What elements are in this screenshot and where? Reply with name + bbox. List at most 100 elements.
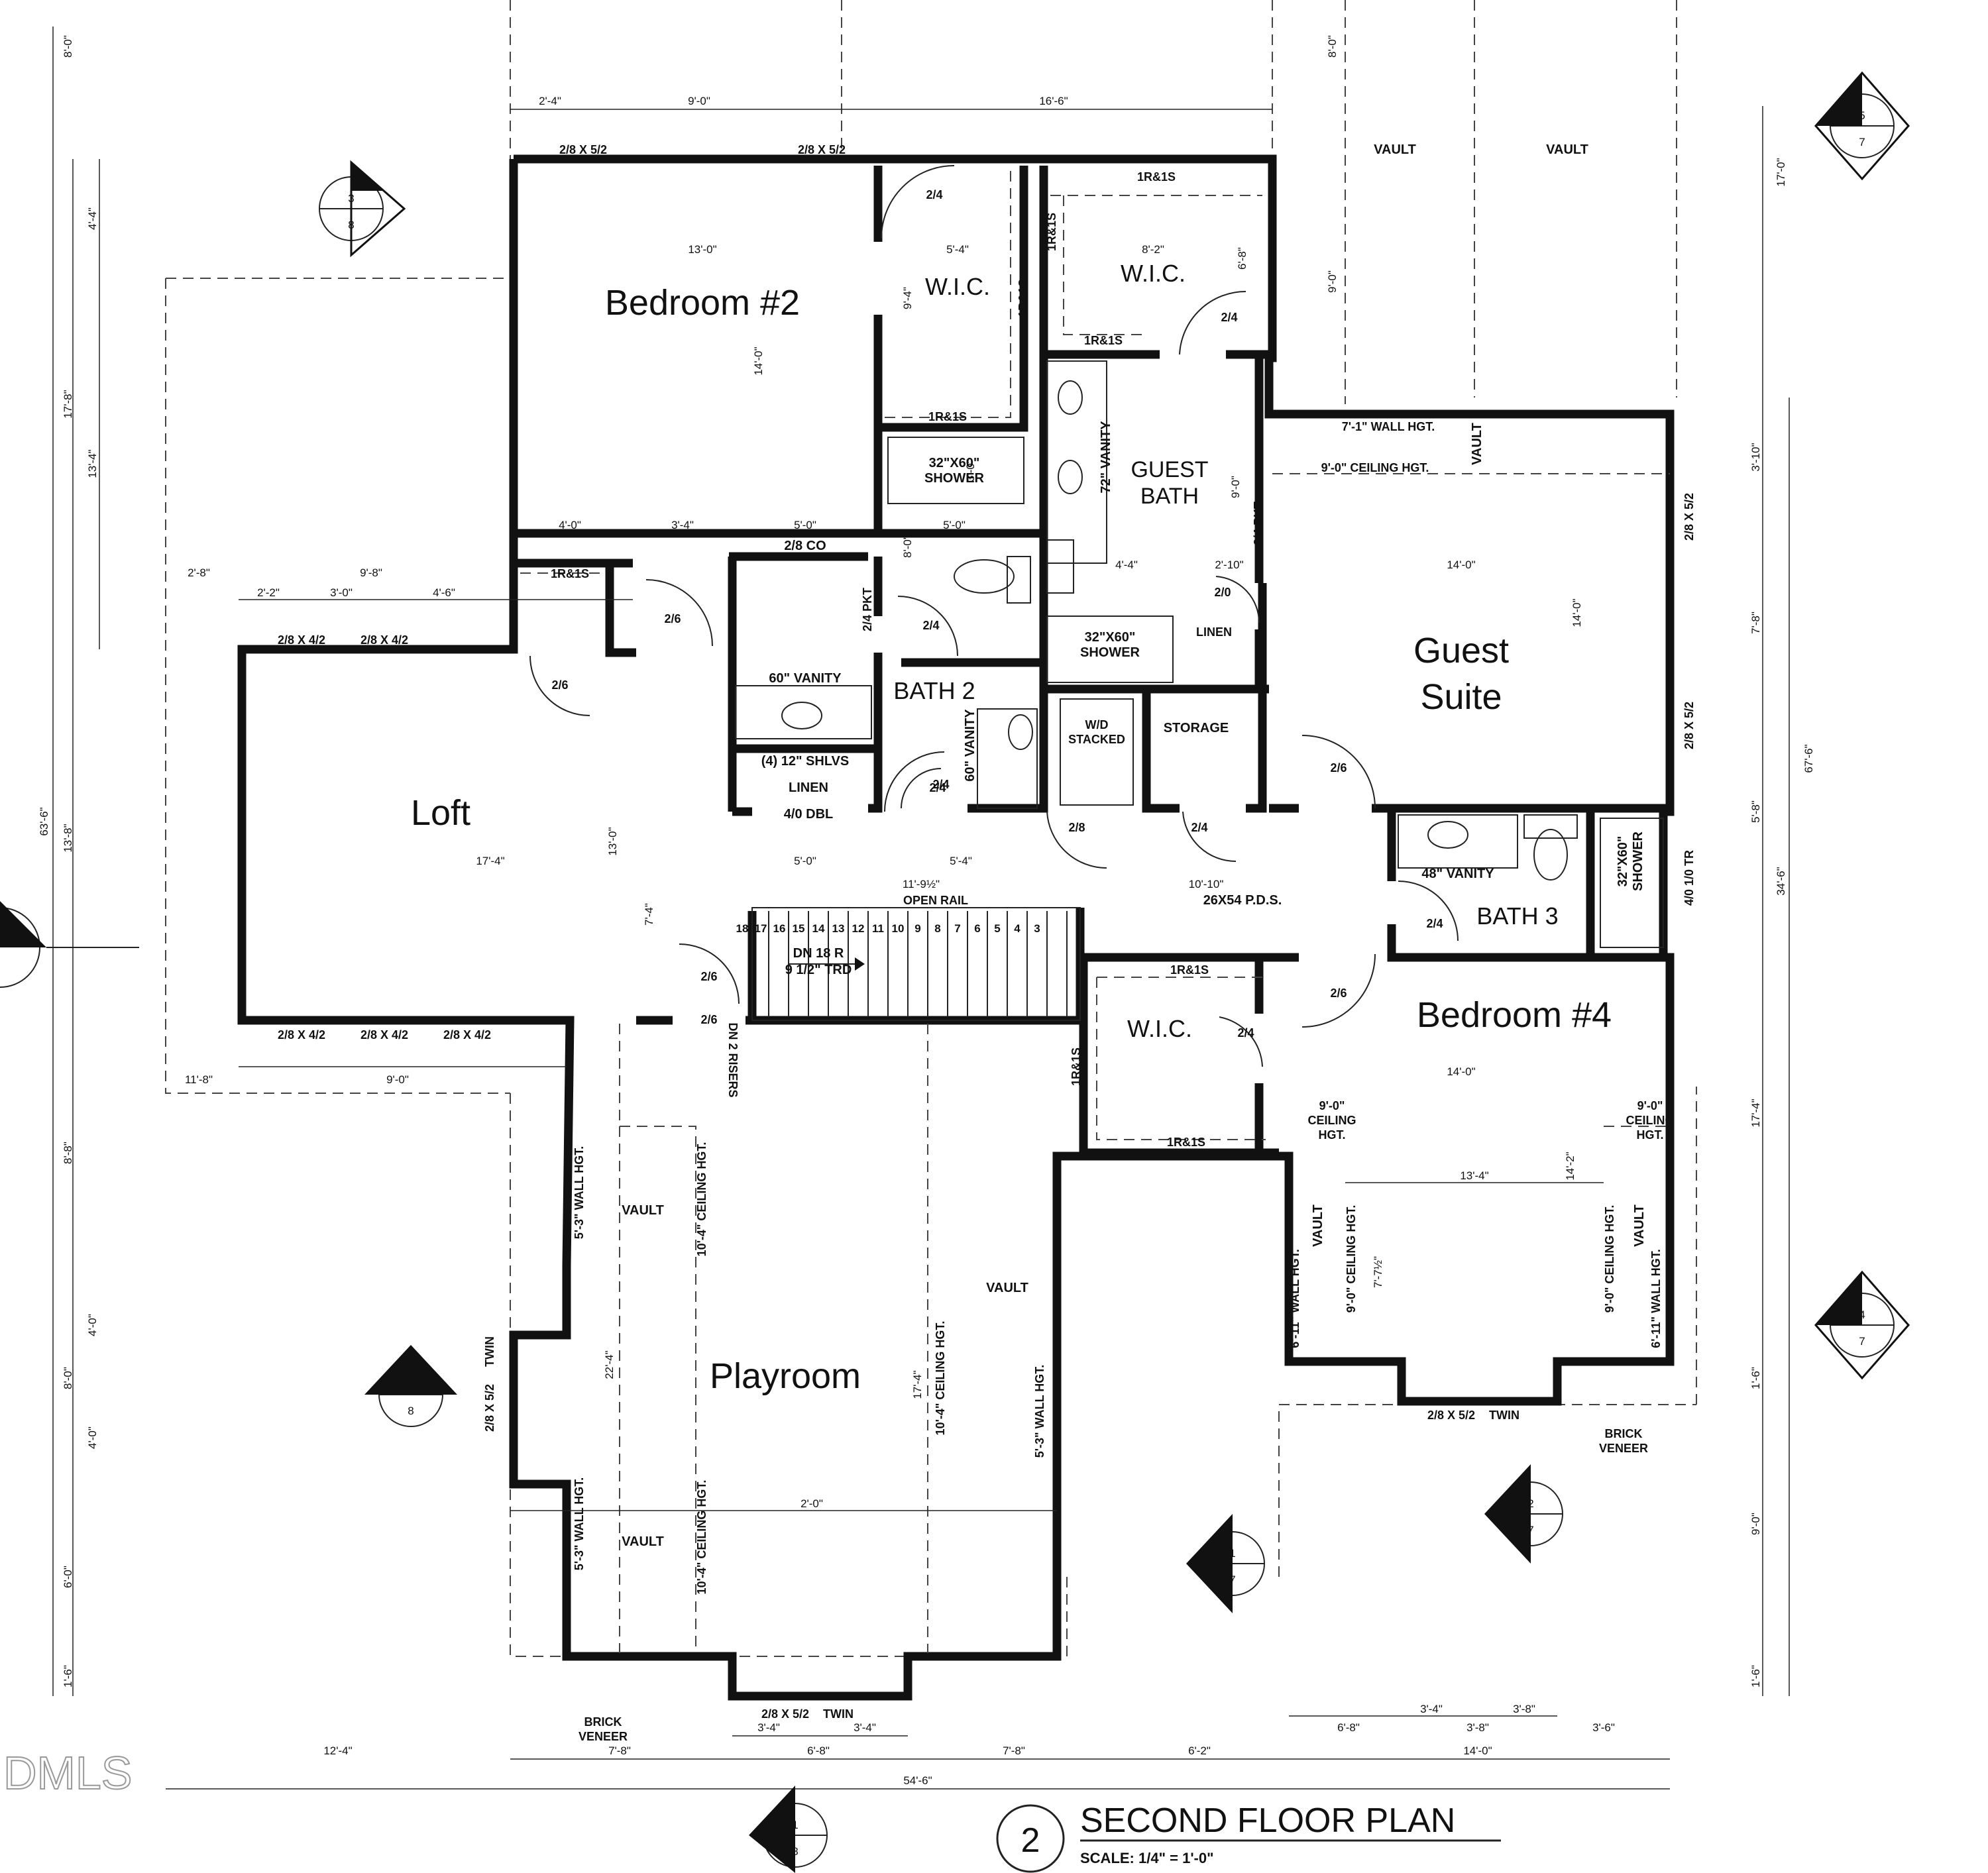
dim-interior: 9'-0" <box>386 1073 409 1086</box>
dim-left: 13'-8" <box>62 824 74 852</box>
section-marker[interactable]: 5 7 <box>1814 71 1910 181</box>
window-labels: 2/8 X 5/2 2/8 X 5/2 2/8 X 4/2 2/8 X 4/2 … <box>278 143 1696 1721</box>
note-ceiling-9-short: 9'-0" <box>1637 1099 1663 1112</box>
door-label: 2/4 PKT <box>861 588 874 631</box>
stair-numbers: 18 17 16 15 14 13 12 11 10 9 8 7 6 5 4 3 <box>736 922 1040 935</box>
door-label: 2/4 PKT <box>1252 502 1265 545</box>
window-label: TWIN <box>823 1707 854 1721</box>
shelving-label: 1R&1S <box>928 410 967 423</box>
window-label: 2/8 X 5/2 <box>1427 1409 1475 1422</box>
label-tr: 4/0 1/0 TR <box>1683 850 1696 906</box>
section-marker[interactable]: 1 7 <box>1186 1514 1265 1613</box>
dim-bottom: 6'-2" <box>1188 1744 1211 1757</box>
note-vault: VAULT <box>622 1534 664 1549</box>
dim-interior: 14'-0" <box>1571 598 1583 627</box>
label-wd-2: STACKED <box>1068 733 1125 746</box>
dim-interior: 3'-0" <box>964 459 977 482</box>
dim-interior: 3'-4" <box>671 519 694 531</box>
dmls-watermark: DMLS <box>3 1747 132 1799</box>
door-label: 2/4 <box>1221 311 1237 324</box>
note-vault: VAULT <box>1470 423 1484 465</box>
dim-left: 6'-0" <box>62 1566 74 1588</box>
dim-top: 16'-6" <box>1039 95 1068 107</box>
dim-right: 67'-6" <box>1802 744 1815 773</box>
section-number: 4 <box>1859 1309 1865 1321</box>
dim-interior: 7'-7½" <box>1372 1256 1384 1288</box>
label-vanity-60-bath2: 60" VANITY <box>963 709 977 782</box>
shelving-label: 1R&1S <box>1170 963 1209 977</box>
section-marker[interactable]: 1 8 <box>749 1786 828 1873</box>
door-label: 2/6 <box>1330 761 1347 775</box>
door-label: 2/4 <box>1237 1026 1254 1040</box>
dim-left: 4'-0" <box>86 1426 99 1449</box>
note-ceiling-9-short: 9'-0" <box>1319 1099 1345 1112</box>
section-marker[interactable]: 2 8 <box>364 1345 457 1427</box>
room-bath2: BATH 2 <box>893 677 975 704</box>
section-marker[interactable]: 4 7 <box>1814 1270 1910 1380</box>
section-sheet: 7 <box>1859 136 1865 148</box>
dim-interior: 3'-6" <box>1592 1721 1615 1734</box>
stair-number: 17 <box>755 922 767 935</box>
dim-top: 9'-0" <box>688 95 710 107</box>
label-shower-b: 32"X60" <box>1085 630 1136 645</box>
section-number: 1 <box>1229 1547 1235 1560</box>
dim-bottom: 7'-8" <box>1003 1744 1025 1757</box>
section-markers: 3 8 5 7 4 7 2 8 <box>0 71 1910 1873</box>
window-label: TWIN <box>483 1336 496 1367</box>
dim-right: 7'-8" <box>1749 612 1762 634</box>
dim-interior: 14'-0" <box>1447 1065 1475 1078</box>
window-label: 2/8 X 5/2 <box>483 1384 496 1432</box>
label-dn2-risers: DN 2 RISERS <box>726 1022 740 1097</box>
overall-dimensions: 2'-4" 9'-0" 16'-6" 12'-4" 7'-8" 6'-8" 7'… <box>323 95 1492 1787</box>
room-linen1: LINEN <box>789 780 828 795</box>
section-marker[interactable]: 3 8 <box>319 160 406 258</box>
shelving-labels: 1R&1S 1R&1S 1R&1S 1R&1S 1R&1S 1R&1S 1R&1… <box>551 170 1209 1149</box>
section-marker-left[interactable] <box>0 901 139 988</box>
plumbing-fixtures <box>735 360 1664 948</box>
door-labels: 2/4 2/4 2/6 2/6 2/4 PKT 2/4 2/4 2/8 2/4 … <box>551 188 1443 1040</box>
dim-top: 2'-4" <box>539 95 561 107</box>
dim-interior: 2'-10" <box>1215 559 1243 571</box>
ceiling-notes: 7'-1" WALL HGT. 9'-0" CEILING HGT. VAULT… <box>573 142 1675 1594</box>
door-label: 2/0 <box>1214 586 1231 599</box>
note-vault: VAULT <box>1311 1204 1325 1247</box>
window-label: 2/8 X 5/2 <box>1683 493 1696 541</box>
dim-interior: 4'-4" <box>1115 559 1138 571</box>
door-label: 2/4 <box>1426 917 1443 930</box>
section-sheet: 7 <box>1229 1574 1235 1586</box>
roof-outline <box>165 0 1697 1657</box>
label-dn-2: 9 1/2" TRD <box>785 963 852 977</box>
room-playroom: Playroom <box>710 1356 861 1396</box>
note-brick: BRICK <box>584 1715 622 1729</box>
dim-interior: 3'-8" <box>1513 1703 1535 1715</box>
shelving-label: 1R&1S <box>1137 170 1176 184</box>
dim-interior: 6'-8" <box>1236 247 1248 270</box>
window-label: 2/8 X 4/2 <box>360 633 408 647</box>
stair-number: 6 <box>974 922 980 935</box>
section-sheet: 7 <box>1859 1335 1865 1348</box>
dim-bottom: 7'-8" <box>608 1744 631 1757</box>
note-wall-611: 6'-11" WALL HGT. <box>1288 1249 1301 1348</box>
vault-lines <box>619 473 1670 1653</box>
label-open-rail: OPEN RAIL <box>903 894 968 907</box>
section-marker[interactable]: 2 7 <box>1484 1464 1563 1564</box>
room-wic3: W.I.C. <box>1127 1015 1192 1042</box>
dim-interior: 3'-4" <box>1420 1703 1443 1715</box>
dim-bottom: 12'-4" <box>323 1744 352 1757</box>
shelving-label: 1R&1S <box>1167 1136 1205 1149</box>
dim-left: 13'-4" <box>86 449 99 478</box>
dim-interior: 7'-4" <box>643 903 655 926</box>
dim-interior: 11'-9½" <box>903 878 940 890</box>
dim-interior: 5'-0" <box>794 519 816 531</box>
title-block: 2 SECOND FLOOR PLAN SCALE: 1/4" = 1'-0" <box>996 1801 1501 1873</box>
dim-right: 34'-6" <box>1775 867 1787 895</box>
window-label: 2/8 X 4/2 <box>443 1028 491 1042</box>
drawing-scale: SCALE: 1/4" = 1'-0" <box>1080 1850 1214 1866</box>
door-label: 2/6 <box>551 678 568 692</box>
dim-interior: 5'-4" <box>946 243 969 256</box>
note-vault: VAULT <box>986 1281 1028 1295</box>
dim-right: 17'-4" <box>1749 1098 1762 1127</box>
dim-interior: 10'-10" <box>1189 878 1224 890</box>
note-ceiling-hgt-9: 9'-0" CEILING HGT. <box>1345 1205 1358 1313</box>
section-number: 3 <box>348 192 354 205</box>
